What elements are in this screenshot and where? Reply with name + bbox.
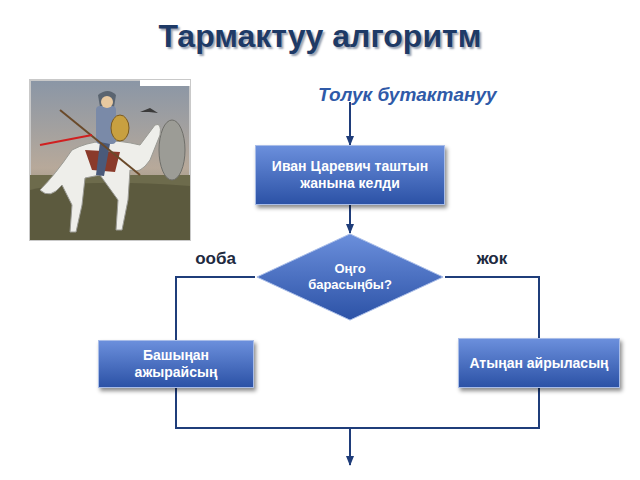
- merge-line: [176, 388, 539, 428]
- exit-arrow: [349, 428, 351, 465]
- diagram-title: Тармактуу алгоритм: [0, 18, 640, 55]
- entry-arrow: [349, 102, 351, 145]
- branch-label: ооба: [193, 249, 238, 269]
- flow-connector: [349, 205, 351, 233]
- process-box: Иван Царевич таштын жанына келди: [255, 145, 445, 205]
- node-text: Башыңан ажырайсың: [107, 347, 245, 381]
- process-box: Башыңан ажырайсың: [98, 340, 254, 388]
- node-text: Атыңан айрыласың: [469, 355, 608, 372]
- node-text: Иван Царевич таштын жанына келди: [264, 158, 436, 192]
- subtitle-label: Толук бутактануу: [318, 84, 497, 106]
- flow-connector: [176, 277, 255, 340]
- flow-connector: [445, 277, 539, 338]
- node-text: Оңго барасыңбы?: [298, 261, 402, 294]
- process-box: Атыңан айрыласың: [458, 338, 620, 388]
- decision-diamond: Оңго барасыңбы?: [255, 233, 445, 321]
- branch-label: жок: [475, 249, 510, 269]
